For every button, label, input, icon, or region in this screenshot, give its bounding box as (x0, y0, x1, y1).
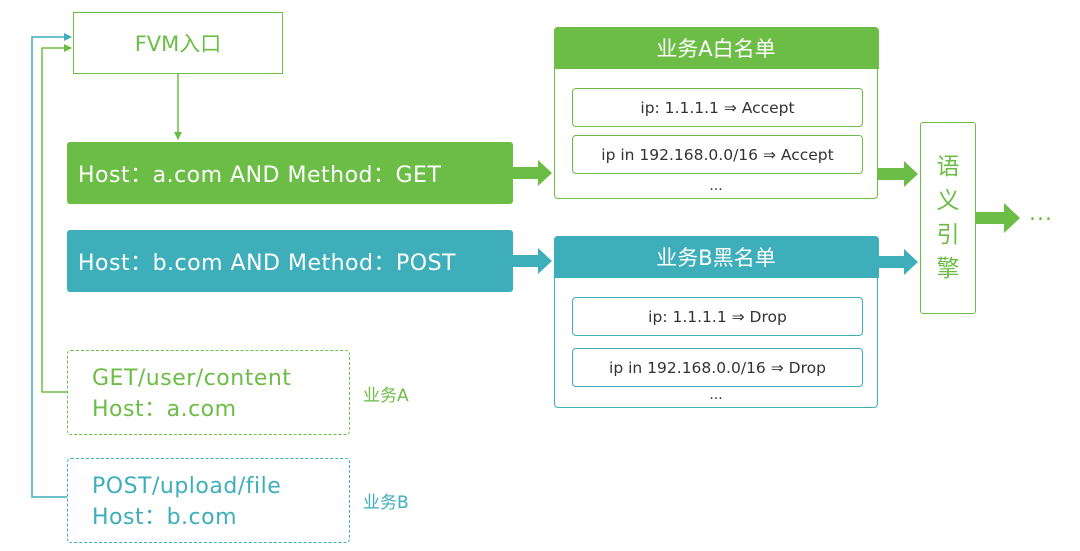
blacklist-b-title: 业务B黑名单 (553, 235, 879, 278)
whitelist-a-item: ip in 192.168.0.0/16 ⇒ Accept (572, 135, 863, 174)
engine-output-arrow (976, 203, 1020, 233)
engine-char: 引 (936, 222, 960, 248)
whitelist-a-ellipsis: ... (709, 178, 723, 194)
request-a-feedback-line (41, 44, 72, 393)
rule-b-bar: Host：b.com AND Method：POST (67, 230, 513, 292)
rule-b-label: Host：b.com AND Method：POST (78, 251, 456, 276)
whitelist-a-box: 业务A白名单 ip: 1.1.1.1 ⇒ Accept ip in 192.16… (553, 26, 879, 199)
request-b-line1: POST/upload/file (92, 474, 282, 499)
request-a-tag: 业务A (363, 386, 409, 406)
blacklist-b-ellipsis: ... (709, 387, 723, 403)
whitelist-a-title: 业务A白名单 (553, 26, 879, 69)
rule-a-label: Host：a.com AND Method：GET (78, 163, 442, 188)
rule-b-to-blacklist-arrow (513, 248, 552, 274)
blacklist-b-item: ip in 192.168.0.0/16 ⇒ Drop (572, 348, 863, 387)
engine-char: 义 (936, 188, 960, 214)
request-b-tag: 业务B (363, 493, 409, 513)
whitelist-to-engine-arrow (878, 161, 918, 187)
blacklist-b-item: ip: 1.1.1.1 ⇒ Drop (572, 297, 863, 336)
request-b-box: POST/upload/file Host：b.com (67, 458, 350, 543)
request-a-box: GET/user/content Host：a.com (67, 350, 350, 435)
request-a-line2: Host：a.com (92, 397, 237, 422)
request-a-line1: GET/user/content (92, 366, 292, 391)
whitelist-a-item: ip: 1.1.1.1 ⇒ Accept (572, 88, 863, 127)
semantic-engine-box: 语 义 引 擎 (920, 122, 976, 314)
blacklist-to-engine-arrow (878, 249, 918, 275)
rule-a-bar: Host：a.com AND Method：GET (67, 142, 513, 204)
fvm-entry-label: FVM入口 (134, 32, 222, 56)
request-b-line2: Host：b.com (92, 505, 238, 530)
rule-a-to-whitelist-arrow (513, 160, 552, 186)
continuation-ellipsis: ... (1029, 201, 1053, 226)
request-b-feedback-line (31, 33, 72, 498)
engine-char: 擎 (936, 256, 960, 282)
engine-char: 语 (936, 154, 960, 180)
fvm-entry-box: FVM入口 (73, 12, 283, 74)
blacklist-b-box: 业务B黑名单 ip: 1.1.1.1 ⇒ Drop ip in 192.168.… (553, 235, 879, 408)
